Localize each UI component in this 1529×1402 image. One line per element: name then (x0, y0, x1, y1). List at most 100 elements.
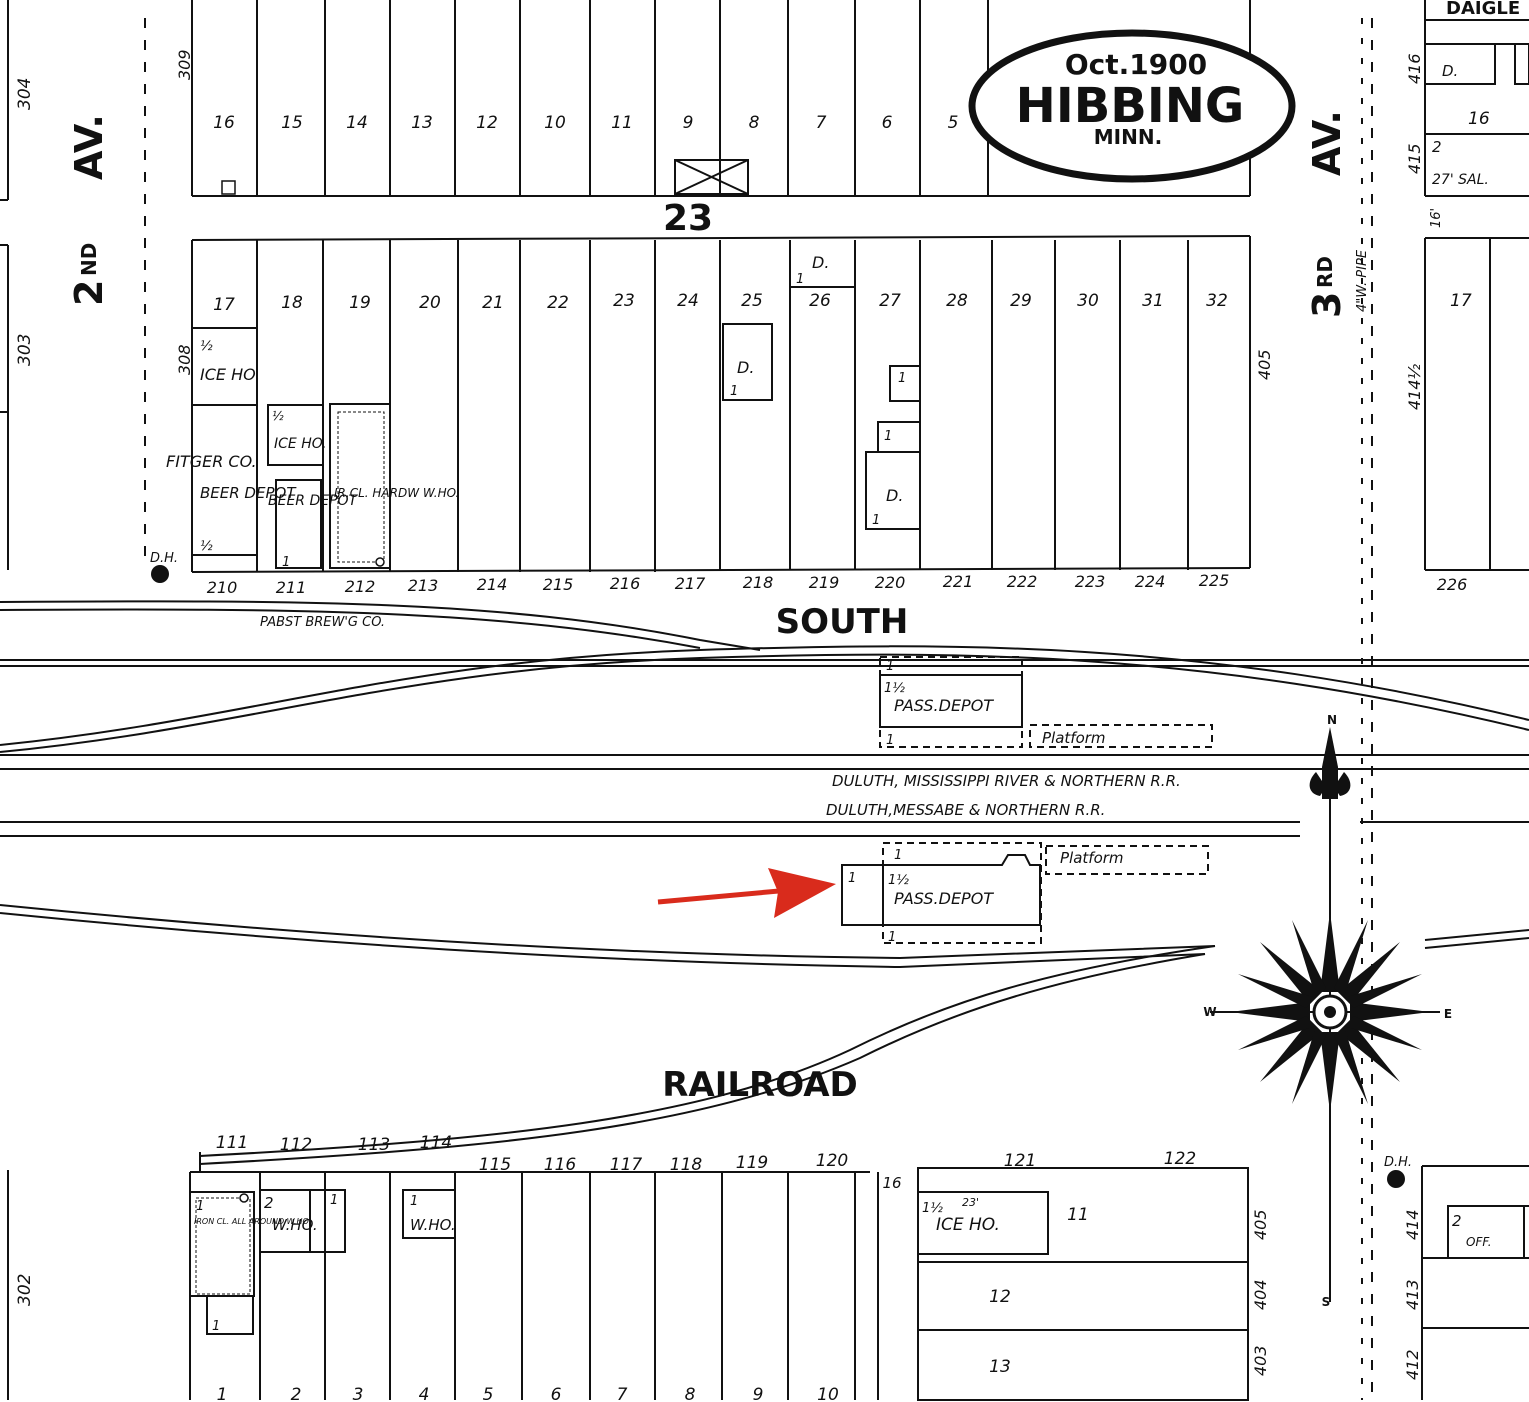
svg-text:9: 9 (683, 113, 694, 133)
stamp: Oct.1900 HIBBING MINN. (968, 29, 1296, 183)
svg-text:AV.: AV. (67, 114, 111, 180)
svg-text:218: 218 (743, 573, 774, 592)
svg-text:14: 14 (346, 113, 368, 133)
platform-label: Platform (1042, 729, 1106, 747)
svg-text:3: 3 (353, 1385, 364, 1402)
svg-text:415: 415 (1405, 143, 1424, 174)
ice-house-bottom-label: ICE HO. (936, 1215, 1000, 1235)
block-bottom (189, 1152, 1529, 1401)
svg-text:120: 120 (816, 1151, 848, 1171)
svg-text:3: 3 (1305, 292, 1349, 318)
svg-text:1: 1 (196, 1199, 204, 1214)
mid-row-lot-numbers: 17 18 19 20 21 22 23 24 25 26 27 28 29 3… (213, 291, 1228, 315)
svg-text:412: 412 (1403, 1349, 1422, 1380)
svg-text:414½: 414½ (1405, 363, 1424, 410)
svg-text:RD: RD (1313, 256, 1337, 288)
svg-text:8: 8 (685, 1385, 696, 1402)
block-middle (191, 235, 1251, 573)
svg-text:210: 210 (207, 578, 238, 597)
svg-text:13: 13 (989, 1357, 1011, 1377)
svg-text:302: 302 (15, 1274, 35, 1306)
svg-text:1: 1 (212, 1319, 220, 1334)
office-label: OFF. (1466, 1235, 1492, 1249)
pabst-label: PABST BREW'G CO. (260, 615, 385, 630)
svg-text:9: 9 (753, 1385, 764, 1402)
bottom-row-lot-numbers: 111 112 113 114 115 116 117 118 119 120 … (216, 1133, 1196, 1402)
iron-clad-warehouse-label: IRON CL. ALL AROUND W.HO. (194, 1217, 311, 1226)
svg-text:23': 23' (962, 1196, 979, 1209)
svg-text:112: 112 (280, 1135, 312, 1155)
svg-text:212: 212 (345, 577, 376, 596)
bottom-block-labels: 1 IRON CL. ALL AROUND W.HO. 1 2 W.HO. 1 … (194, 1193, 1492, 1334)
svg-text:1: 1 (217, 1385, 228, 1402)
svg-text:1: 1 (894, 848, 902, 863)
fitger-label: FITGER CO. (166, 452, 257, 471)
svg-text:10: 10 (544, 113, 566, 133)
svg-text:16': 16' (1429, 208, 1444, 228)
dhouse-2-dot (1387, 1170, 1405, 1188)
svg-text:416: 416 (1405, 53, 1424, 84)
svg-text:1: 1 (872, 513, 880, 528)
svg-text:404: 404 (1251, 1279, 1270, 1310)
svg-text:1: 1 (884, 429, 892, 444)
svg-text:15: 15 (281, 113, 303, 133)
svg-text:1½: 1½ (888, 873, 909, 888)
svg-text:414: 414 (1403, 1209, 1422, 1240)
block-number: 23 (663, 198, 713, 239)
svg-text:217: 217 (675, 574, 706, 593)
svg-text:25: 25 (741, 291, 763, 311)
svg-text:22: 22 (547, 293, 569, 313)
svg-text:28: 28 (946, 291, 968, 311)
stamp-date: Oct.1900 (1065, 48, 1207, 81)
hardware-warehouse-label: IR.CL. HARDW W.HO. (334, 486, 459, 500)
svg-text:405: 405 (1251, 1209, 1270, 1240)
warehouse-label: W.HO. (272, 1216, 318, 1234)
svg-text:121: 121 (1004, 1151, 1036, 1171)
second-avenue-label: AV. 2 ND (67, 114, 111, 306)
svg-text:214: 214 (477, 575, 508, 594)
pass-depot-south: 1 1 1½ PASS.DEPOT 1 Platform (841, 842, 1209, 945)
svg-text:17: 17 (1450, 291, 1472, 311)
svg-text:27: 27 (879, 291, 901, 311)
svg-text:1: 1 (730, 384, 738, 399)
svg-text:308: 308 (175, 344, 194, 375)
daigle-label: DAIGLE (1446, 0, 1520, 19)
svg-text:1: 1 (886, 733, 894, 748)
svg-text:211: 211 (276, 578, 307, 597)
railroad-tracks (0, 600, 1529, 1165)
beer-depot-label: BEER DEPOT (200, 484, 297, 502)
dmr-railroad-label: DULUTH, MISSISSIPPI RIVER & NORTHERN R.R… (832, 772, 1181, 790)
svg-text:2: 2 (1432, 138, 1442, 156)
svg-text:225: 225 (1199, 571, 1230, 590)
compass-south: S (1322, 1295, 1331, 1309)
svg-text:219: 219 (809, 573, 840, 592)
water-pipe-label: 4"W. PIPE (1355, 249, 1370, 312)
dhouse-label: D.H. (150, 551, 178, 566)
svg-text:10: 10 (817, 1385, 839, 1402)
svg-text:19: 19 (349, 293, 371, 313)
svg-text:13: 13 (411, 113, 433, 133)
svg-text:1: 1 (330, 1193, 338, 1208)
dwelling-label: D. (812, 253, 829, 272)
svg-text:23: 23 (613, 291, 635, 311)
svg-text:21: 21 (482, 293, 504, 313)
svg-text:226: 226 (1437, 575, 1468, 594)
svg-text:303: 303 (15, 334, 35, 366)
svg-text:403: 403 (1251, 1345, 1270, 1376)
dmnr-railroad-label: DULUTH,MESSABE & NORTHERN R.R. (826, 801, 1105, 819)
middle-block-labels: ½ ICE HO. FITGER CO. BEER DEPOT ½ ½ ICE … (150, 253, 906, 583)
svg-text:5: 5 (948, 113, 959, 133)
svg-text:½: ½ (272, 409, 284, 423)
svg-text:11: 11 (611, 113, 633, 133)
left-edge-lots (0, 0, 9, 1400)
top-row-lot-numbers: 16 15 14 13 12 10 11 9 8 7 6 5 (213, 113, 958, 133)
beer-depot-2-label: BEER DEPOT (268, 493, 359, 509)
svg-text:2: 2 (67, 280, 111, 306)
svg-text:304: 304 (15, 78, 35, 110)
svg-text:½: ½ (200, 339, 213, 354)
svg-text:24: 24 (677, 291, 699, 311)
svg-text:220: 220 (875, 573, 906, 592)
svg-text:30: 30 (1077, 291, 1099, 311)
stamp-city: HIBBING (1016, 78, 1245, 134)
